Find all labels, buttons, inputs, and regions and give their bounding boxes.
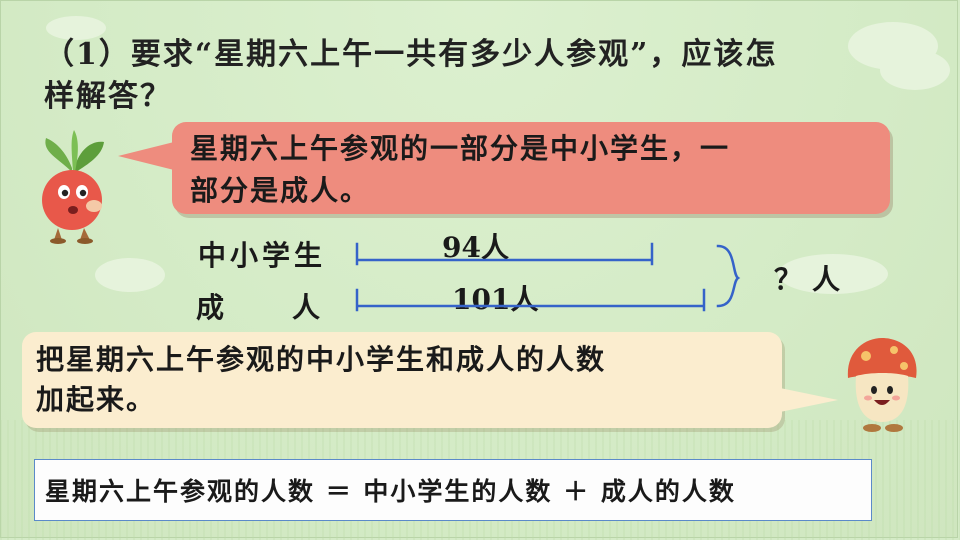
total-brace (716, 244, 741, 308)
speech-bubble-yellow-text: 把星期六上午参观的中小学生和成人的人数 加起来。 (36, 340, 768, 420)
radish-character-icon (42, 130, 104, 244)
diagram-value-students: 94人 (442, 231, 509, 264)
diagram-label-students: 中小学生 (198, 239, 327, 272)
question-line-1: （1）要求“星期六上午一共有多少人参观”，应该怎 (44, 37, 778, 72)
cloud-decoration (778, 254, 888, 294)
speech-line-1: 星期六上午参观的一部分是中小学生，一 (190, 132, 731, 165)
line-segment-diagram (355, 242, 741, 312)
cloud-decoration (880, 50, 950, 90)
segment-students (355, 242, 654, 266)
speech-bubble-red-text: 星期六上午参观的一部分是中小学生，一 部分是成人。 (190, 128, 876, 212)
equation-box: 星期六上午参观的人数 ＝ 中小学生的人数 ＋ 成人的人数 (34, 459, 872, 521)
speech-bubble-tail (780, 388, 838, 412)
question-line-2: 样解答？ (44, 79, 172, 114)
mushroom-character-icon (847, 338, 917, 432)
diagram-total-label: ？人 (774, 263, 851, 296)
equation-text: 星期六上午参观的人数 ＝ 中小学生的人数 ＋ 成人的人数 (45, 477, 736, 506)
speech-bubble-yellow: 把星期六上午参观的中小学生和成人的人数 加起来。 (22, 332, 838, 428)
diagram-label-adults: 成 人 (196, 291, 325, 324)
cloud-decoration (46, 16, 106, 40)
speech-line-2: 加起来。 (36, 383, 157, 416)
diagram-value-adults: 101人 (452, 283, 539, 316)
speech-bubble-red: 星期六上午参观的一部分是中小学生，一 部分是成人。 (118, 122, 890, 214)
speech-bubble-tail (118, 142, 174, 170)
question-text: （1）要求“星期六上午一共有多少人参观”，应该怎 样解答？ (44, 34, 934, 118)
speech-line-2: 部分是成人。 (190, 174, 371, 207)
segment-adults (355, 288, 706, 312)
cloud-decoration (95, 258, 165, 292)
speech-line-1: 把星期六上午参观的中小学生和成人的人数 (36, 343, 607, 376)
